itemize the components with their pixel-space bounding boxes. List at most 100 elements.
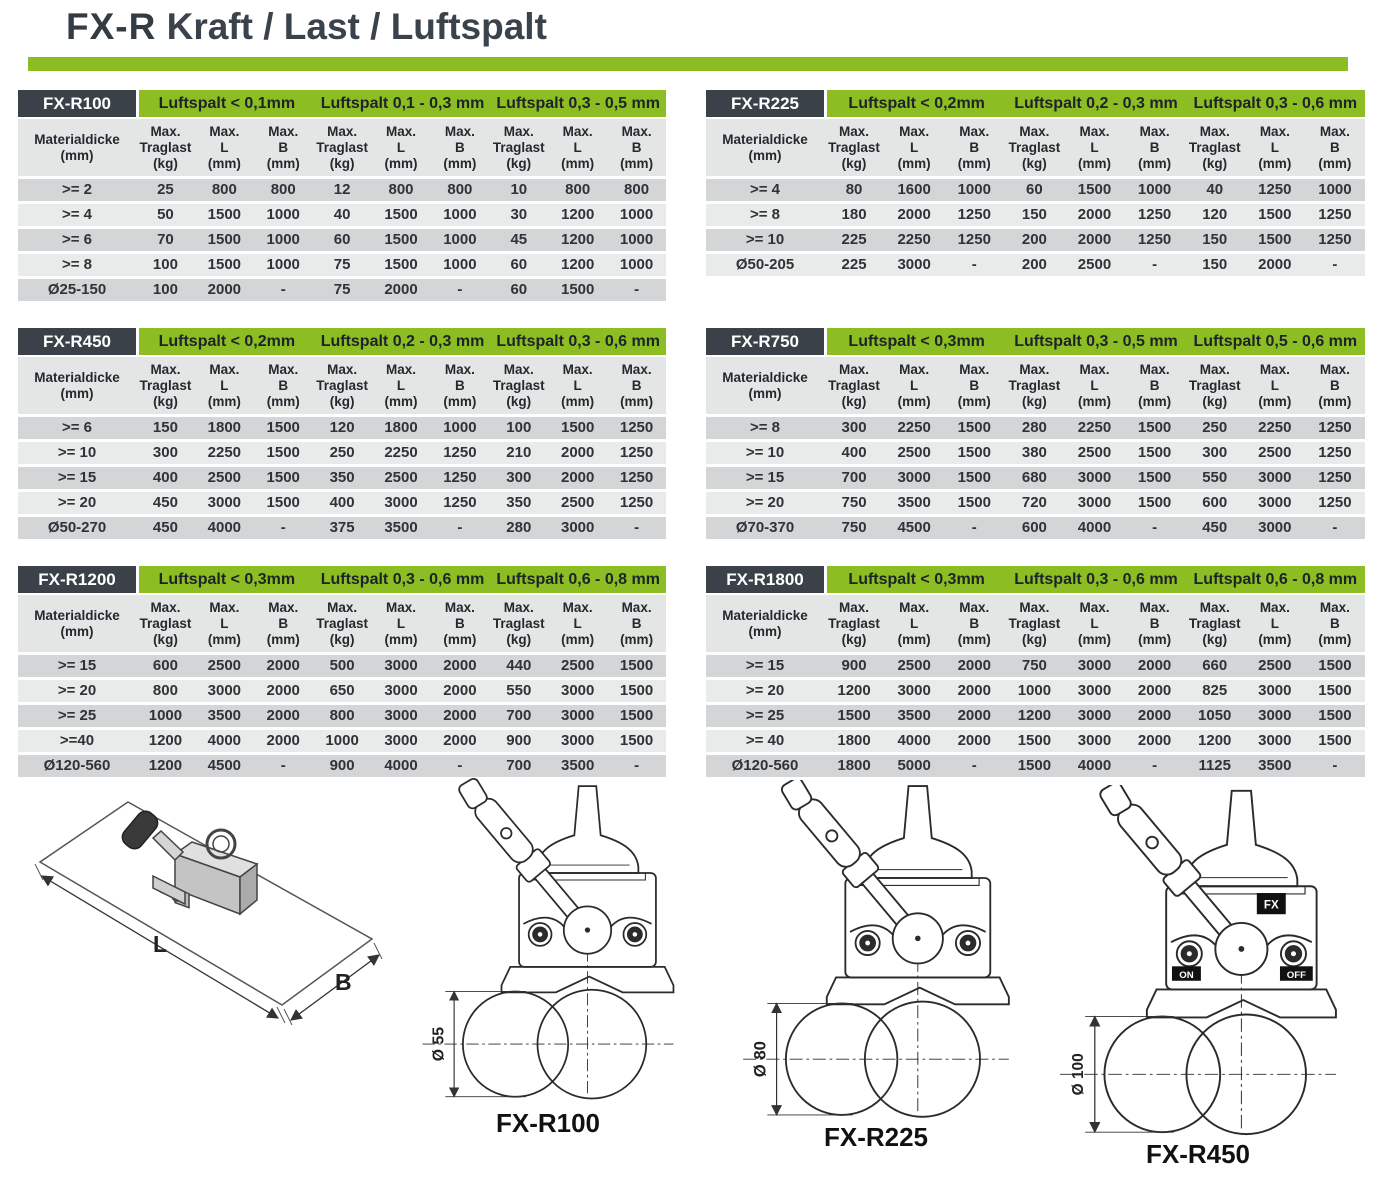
- cell: 70: [157, 230, 174, 248]
- cell: 1000: [957, 180, 991, 198]
- cell: -: [1332, 518, 1338, 536]
- cell: 2500: [560, 656, 595, 674]
- cell: 2000: [384, 280, 418, 298]
- airgap-header: Luftspalt < 0,2mm Luftspalt 0,2 - 0,3 mm…: [827, 90, 1365, 117]
- cell: 250: [329, 443, 355, 461]
- cell: -: [1332, 756, 1338, 774]
- cell: 40: [1206, 180, 1224, 198]
- cell: 3500: [897, 706, 931, 724]
- model-badge: FX-R1800: [706, 566, 824, 593]
- cell: 150: [152, 418, 178, 436]
- cell: 1000: [266, 205, 300, 223]
- cell: 1250: [1318, 205, 1352, 223]
- column-header: Max.Traglast(kg): [492, 362, 545, 409]
- cell: 2000: [897, 205, 931, 223]
- cell: 1250: [1318, 230, 1352, 248]
- cell: 2000: [266, 656, 300, 674]
- front-view-svg: Ø 80: [742, 780, 1010, 1118]
- page-title-model: FX-R: [66, 6, 157, 47]
- cell: 600: [152, 656, 178, 674]
- cell: 1000: [619, 205, 654, 223]
- fx-logo: FX: [1264, 899, 1279, 911]
- row-label: Ø120-560: [731, 756, 799, 774]
- cell: 1500: [207, 255, 242, 273]
- cell: 400: [329, 493, 355, 511]
- cell: 1500: [266, 493, 300, 511]
- cell: 3000: [1077, 468, 1112, 486]
- cell: 350: [329, 468, 355, 486]
- row-label: >= 8: [61, 255, 93, 273]
- cell: 1500: [1137, 493, 1172, 511]
- model-badge: FX-R750: [706, 328, 824, 355]
- cell: 3000: [897, 681, 931, 699]
- cell: 2000: [1137, 706, 1172, 724]
- column-header: Max.B(mm): [1318, 600, 1352, 647]
- cell: 900: [329, 756, 355, 774]
- cell: 400: [152, 468, 178, 486]
- row-label: >= 10: [745, 230, 785, 248]
- column-header: Max.L(mm): [207, 600, 241, 647]
- cell: 2000: [957, 656, 991, 674]
- cell: 300: [506, 468, 532, 486]
- iso-dim-b-label: B: [335, 969, 352, 995]
- cell: -: [280, 280, 286, 298]
- column-header: Max.L(mm): [561, 362, 595, 409]
- cell: 2000: [266, 731, 300, 749]
- cell: -: [280, 518, 286, 536]
- row-label: >= 6: [61, 418, 93, 436]
- table-header: FX-R1800 Luftspalt < 0,3mm Luftspalt 0,3…: [706, 566, 1365, 593]
- airgap-header: Luftspalt < 0,3mm Luftspalt 0,3 - 0,6 mm…: [139, 566, 666, 593]
- cell: 1250: [1318, 443, 1352, 461]
- cell: 4500: [897, 518, 931, 536]
- column-header: Max.Traglast(kg): [1188, 600, 1241, 647]
- cell: 1000: [1318, 180, 1352, 198]
- column-header-materialdicke: Materialdicke(mm): [34, 369, 120, 401]
- table-header: FX-R100 Luftspalt < 0,1mm Luftspalt 0,1 …: [18, 90, 666, 117]
- column-header: Max.Traglast(kg): [316, 600, 368, 647]
- column-header: Max.L(mm): [897, 362, 931, 409]
- cell: 2500: [1077, 255, 1112, 273]
- airgap-header: Luftspalt < 0,1mm Luftspalt 0,1 - 0,3 mm…: [139, 90, 666, 117]
- cell: 450: [152, 518, 178, 536]
- cell: 1250: [443, 443, 477, 461]
- cell: 180: [841, 205, 867, 223]
- cell: 800: [211, 180, 237, 198]
- cell: 800: [388, 180, 414, 198]
- cell: 2500: [1258, 656, 1292, 674]
- cell: 2000: [957, 731, 991, 749]
- cell: 4000: [207, 518, 242, 536]
- column-header: Max.B(mm): [620, 600, 654, 647]
- cell: 2000: [1258, 255, 1292, 273]
- model-badge: FX-R100: [18, 90, 136, 117]
- cell: 450: [152, 493, 178, 511]
- cell: 150: [1021, 205, 1047, 223]
- cell: -: [971, 756, 977, 774]
- cell: 4500: [207, 756, 242, 774]
- airgap-label: Luftspalt 0,1 - 0,3 mm: [320, 94, 485, 112]
- column-header: Max.B(mm): [1138, 124, 1172, 171]
- cell: 225: [841, 255, 867, 273]
- cell: 1800: [207, 418, 242, 436]
- cell: 800: [270, 180, 296, 198]
- airgap-header: Luftspalt < 0,3mm Luftspalt 0,3 - 0,6 mm…: [827, 566, 1365, 593]
- cell: 210: [506, 443, 532, 461]
- cell: 3000: [384, 681, 418, 699]
- row-label: Ø120-560: [43, 756, 111, 774]
- cell: 1500: [266, 468, 300, 486]
- cell: 1200: [560, 205, 595, 223]
- cell: 1200: [1017, 706, 1052, 724]
- cell: 3000: [1077, 493, 1112, 511]
- front-view-fx-r225: Ø 80 FX-R225: [732, 780, 1020, 1153]
- cell: 200: [1021, 230, 1047, 248]
- cell: 1250: [1318, 418, 1352, 436]
- row-label: >= 15: [745, 468, 785, 486]
- cell: 1000: [619, 255, 654, 273]
- cell: 2500: [207, 468, 242, 486]
- cell: 2500: [1258, 443, 1292, 461]
